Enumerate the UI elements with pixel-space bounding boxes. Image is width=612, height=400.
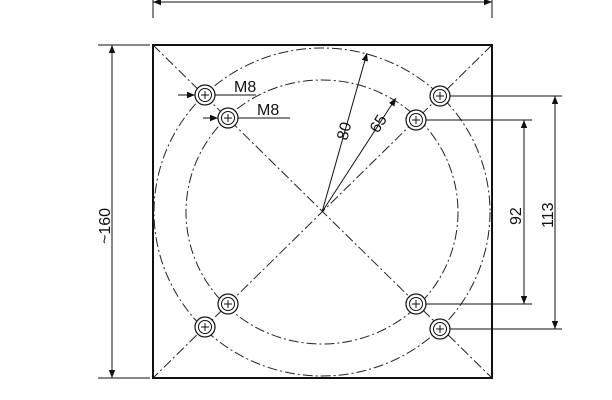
dimension-92	[426, 119, 532, 305]
hole-inner-bottom-left	[217, 293, 239, 315]
radius-80-line	[321, 52, 368, 213]
thread-label-lower: M8	[257, 102, 279, 119]
hole-inner-top-left	[217, 107, 239, 129]
plate-outline	[152, 44, 493, 379]
radius-65-line	[321, 97, 397, 213]
height-dimension-label: ~160	[97, 208, 114, 244]
hole-inner-bottom-right	[405, 293, 427, 315]
outer-pitch-circle	[153, 47, 491, 377]
hole-outer-top-right	[429, 85, 451, 107]
radius-80-label: 80	[334, 120, 355, 142]
hole-outer-bottom-right	[429, 318, 451, 340]
thread-label-upper: M8	[234, 79, 256, 96]
dimension-92-label: 92	[508, 207, 525, 225]
radius-65-label: 65	[367, 112, 391, 136]
height-dimension	[98, 44, 150, 379]
hole-outer-top-left	[194, 84, 216, 106]
top-width-dimension	[152, 0, 493, 18]
hole-inner-top-right	[405, 109, 427, 131]
dimension-113	[450, 95, 562, 330]
hole-outer-bottom-left	[194, 316, 216, 338]
dimension-113-label: 113	[540, 202, 557, 228]
inner-pitch-circle	[185, 79, 459, 345]
